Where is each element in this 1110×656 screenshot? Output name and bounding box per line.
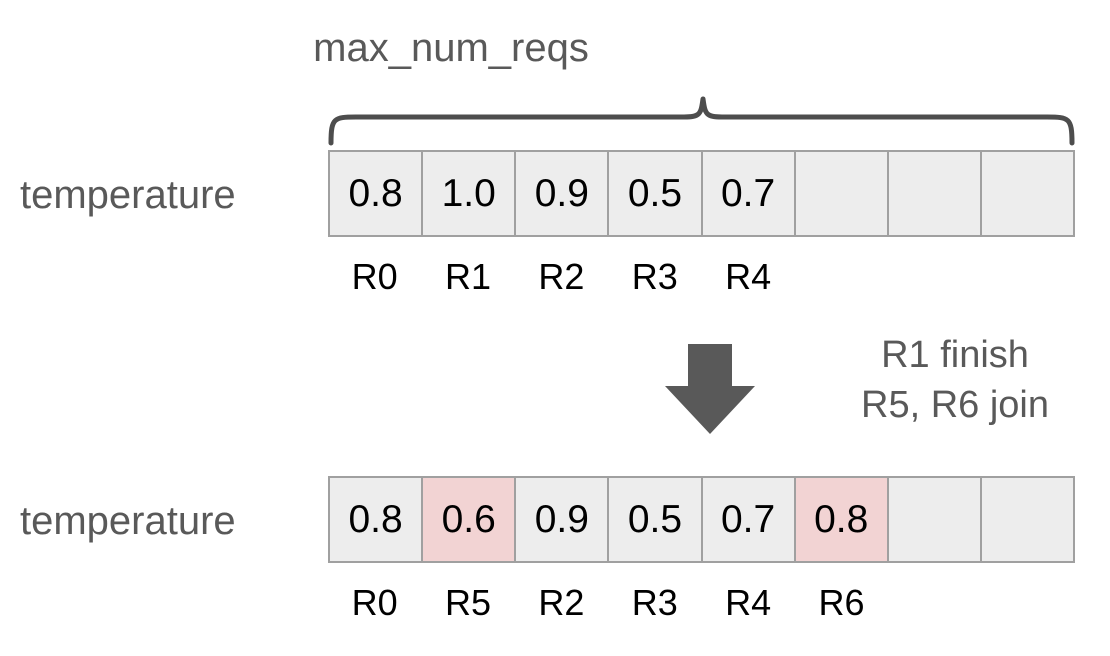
transition-note-line-1: R1 finish	[881, 334, 1029, 376]
max-num-reqs-label: max_num_reqs	[313, 26, 589, 70]
slot-1: 0.6	[423, 478, 517, 561]
slot-6	[888, 478, 982, 561]
slot-label-4: R4	[725, 256, 772, 297]
slot-3: 0.5	[609, 152, 703, 235]
slot-label-3: R3	[631, 256, 678, 297]
slot-label-5	[795, 256, 888, 298]
slot-label-2: R2	[538, 256, 585, 297]
slot-label-0: R0	[351, 582, 398, 623]
slot-1: 1.0	[423, 152, 517, 235]
slot-label-7	[982, 582, 1075, 624]
row-caption-after: temperature	[20, 499, 236, 543]
request-id-row-after: R0 R5 R2 R3 R4 R6	[328, 582, 1075, 624]
transition-note-line-2: R5, R6 join	[861, 384, 1049, 426]
slot-label-1: R5	[445, 582, 492, 623]
slot-7	[981, 152, 1073, 235]
slot-label-6	[888, 582, 981, 624]
slot-3: 0.5	[609, 478, 703, 561]
transition-note: R1 finish R5, R6 join	[805, 330, 1105, 430]
slot-6	[888, 152, 982, 235]
slot-7	[981, 478, 1073, 561]
down-arrow-icon	[663, 342, 757, 436]
slot-label-6	[888, 256, 981, 298]
slot-4: 0.7	[702, 478, 796, 561]
slot-5: 0.8	[795, 478, 889, 561]
request-id-row-before: R0 R1 R2 R3 R4	[328, 256, 1075, 298]
slot-0: 0.8	[330, 152, 424, 235]
slot-label-0: R0	[351, 256, 398, 297]
slot-2: 0.9	[516, 478, 610, 561]
slot-label-2: R2	[538, 582, 585, 623]
slot-label-7	[982, 256, 1075, 298]
slot-4: 0.7	[702, 152, 796, 235]
curly-brace-icon	[328, 96, 1075, 146]
slot-5	[795, 152, 889, 235]
slot-label-3: R3	[631, 582, 678, 623]
slot-label-1: R1	[445, 256, 492, 297]
slot-2: 0.9	[516, 152, 610, 235]
row-caption-before: temperature	[20, 173, 236, 217]
slot-0: 0.8	[330, 478, 424, 561]
slot-label-4: R4	[725, 582, 772, 623]
slot-label-5: R6	[818, 582, 865, 623]
